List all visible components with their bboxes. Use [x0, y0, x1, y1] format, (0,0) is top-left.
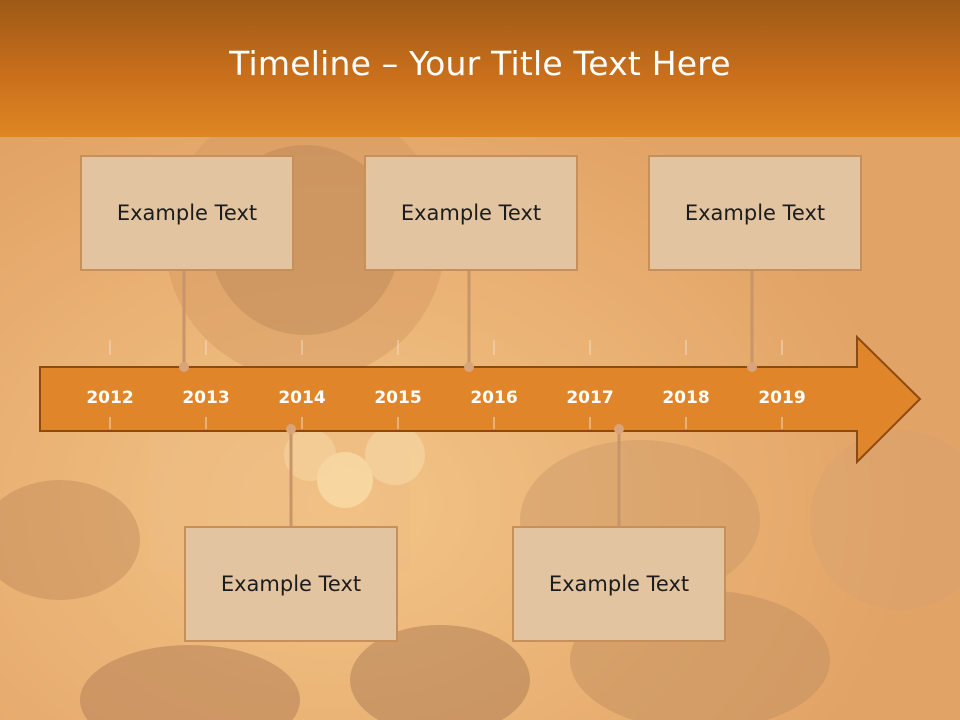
- event-text: Example Text: [220, 572, 362, 596]
- year-label: 2018: [662, 388, 709, 408]
- connector-dot: [614, 424, 624, 434]
- event-box-bottom-2: Example Text: [512, 526, 726, 642]
- event-box-top-3: Example Text: [648, 155, 862, 271]
- slide-title: Timeline – Your Title Text Here: [229, 44, 731, 83]
- year-label: 2019: [758, 388, 805, 408]
- year-label: 2016: [470, 388, 517, 408]
- year-label: 2013: [182, 388, 229, 408]
- event-box-top-1: Example Text: [80, 155, 294, 271]
- connector-dot: [464, 362, 474, 372]
- year-ticks: [109, 340, 783, 429]
- event-text: Example Text: [116, 201, 258, 225]
- event-text: Example Text: [548, 572, 690, 596]
- timeline-arrow: [39, 334, 922, 465]
- event-box-bottom-1: Example Text: [184, 526, 398, 642]
- event-text: Example Text: [400, 201, 542, 225]
- year-label: 2014: [278, 388, 325, 408]
- event-box-top-2: Example Text: [364, 155, 578, 271]
- connector-dots: [179, 362, 757, 434]
- year-label: 2017: [566, 388, 613, 408]
- connector-dot: [747, 362, 757, 372]
- year-label: 2012: [86, 388, 133, 408]
- connector-dot: [179, 362, 189, 372]
- connectors: [182, 270, 754, 526]
- year-labels: 2012 2013 2014 2015 2016 2017 2018 2019: [86, 388, 805, 408]
- connector-dot: [286, 424, 296, 434]
- event-text: Example Text: [684, 201, 826, 225]
- title-bar: Timeline – Your Title Text Here: [0, 0, 960, 137]
- year-label: 2015: [374, 388, 421, 408]
